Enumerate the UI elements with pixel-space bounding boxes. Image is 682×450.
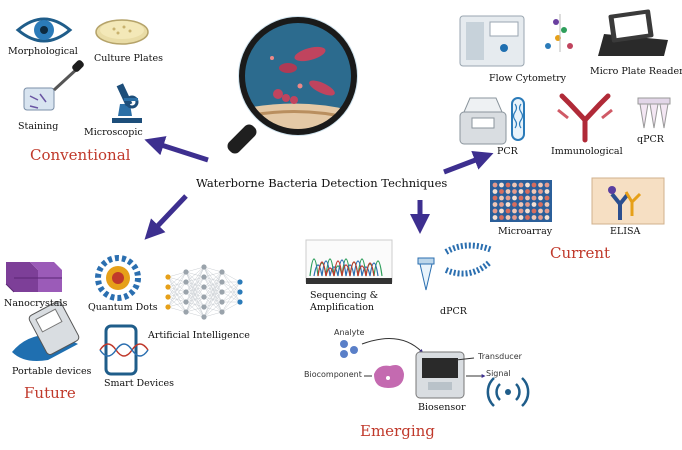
flow-droplets-icon [545, 14, 573, 52]
label-dpcr: dPCR [440, 306, 467, 317]
handheld-device-icon [12, 301, 80, 361]
label-smart-devices: Smart Devices [104, 378, 175, 389]
analyte-icon [340, 340, 358, 358]
biocomponent-icon [374, 365, 404, 388]
label-microscopic: Microscopic [84, 127, 143, 138]
arrow-to-future [144, 194, 188, 240]
microscope-icon [112, 83, 142, 123]
label-biocomponent: Biocomponent [304, 370, 362, 379]
label-analyte: Analyte [334, 328, 365, 337]
nanocrystals-icon [5, 262, 62, 293]
analyte-arrow [361, 338, 424, 354]
label-portable-devices: Portable devices [12, 366, 92, 377]
neural-network-icon [165, 264, 243, 320]
label-flow-cytometry: Flow Cytometry [489, 73, 567, 84]
transducer-pointer [455, 357, 475, 361]
label-quantum-dots: Quantum Dots [88, 302, 158, 313]
label-staining: Staining [18, 121, 59, 132]
label-immunological: Immunological [551, 146, 623, 157]
label-pcr: PCR [497, 146, 518, 157]
antibody-icon [557, 93, 613, 143]
diagram-title: Waterborne Bacteria Detection Techniques [196, 176, 448, 190]
heading-current: Current [550, 244, 611, 262]
label-nanocrystals: Nanocrystals [4, 298, 68, 309]
label-signal: Signal [486, 369, 511, 378]
elisa-icon [591, 177, 665, 225]
signal-icon [486, 377, 530, 407]
label-transducer: Transducer [478, 352, 522, 361]
plate-reader-icon [598, 9, 668, 56]
quantum-dot-icon [95, 255, 141, 301]
heading-future: Future [24, 384, 76, 402]
arrow-to-current [443, 150, 494, 175]
dropper-icon [23, 60, 84, 111]
biosensor-icon [415, 351, 465, 399]
smartphone-icon [99, 324, 149, 376]
bacteria-icon [270, 46, 335, 104]
label-artificial-intelligence: Artificial Intelligence [148, 330, 250, 341]
label-morphological: Morphological [8, 46, 78, 57]
label-microarray: Microarray [498, 226, 553, 237]
pcr-machine-icon [459, 97, 507, 145]
label-micro-plate-reader: Micro Plate Reader [590, 66, 682, 77]
petri-dish-icon [95, 19, 149, 45]
microarray-icon [490, 180, 552, 222]
label-qpcr: qPCR [637, 134, 664, 145]
flow-cytometer-icon [459, 15, 525, 67]
pcr-tubes-icon [637, 97, 671, 129]
eye-icon [15, 17, 73, 43]
magnifier-icon [227, 16, 358, 154]
label-culture-plates: Culture Plates [94, 53, 163, 64]
sequencing-chromatogram-icon [305, 239, 393, 284]
dpcr-icon [417, 242, 494, 291]
label-sequencing: Sequencing & [310, 290, 379, 301]
heading-emerging: Emerging [360, 422, 435, 440]
label-amplification: Amplification [310, 302, 375, 313]
label-elisa: ELISA [610, 226, 641, 237]
arrow-to-conventional [144, 136, 209, 163]
label-biosensor: Biosensor [418, 402, 466, 413]
test-tube-icon [511, 97, 525, 141]
heading-conventional: Conventional [30, 146, 131, 164]
